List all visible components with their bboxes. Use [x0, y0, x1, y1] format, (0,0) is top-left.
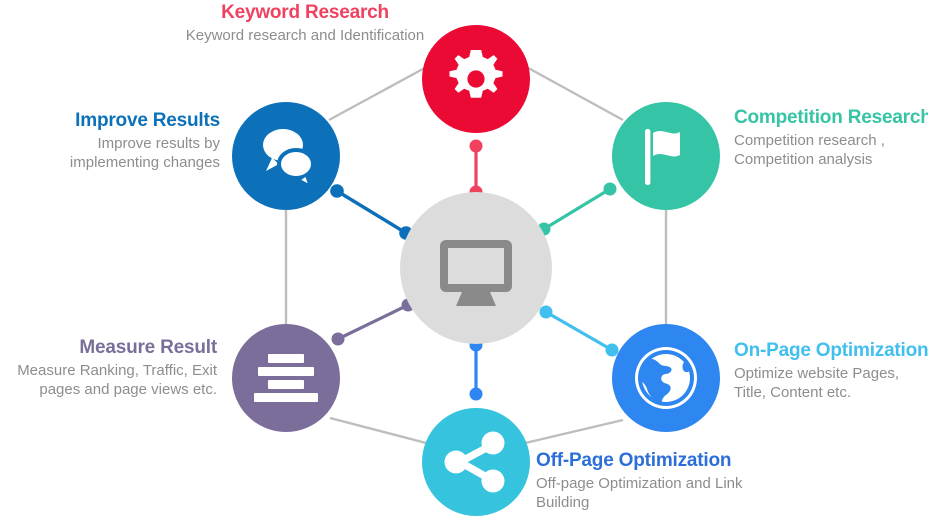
- label-improve-results-desc-line2: implementing changes: [69, 154, 220, 172]
- chat-bubbles-icon: [263, 129, 316, 189]
- node-off-page-optimization[interactable]: [422, 408, 530, 516]
- node-on-page-optimization[interactable]: [612, 324, 720, 432]
- align-center-bars-icon: [254, 354, 318, 402]
- label-measure-result: Measure Result Measure Ranking, Traffic,…: [2, 337, 217, 400]
- label-on-page-optimization: On-Page Optimization Optimize website Pa…: [734, 340, 928, 403]
- hex-edge-keyword-to-competition: [520, 62, 624, 122]
- spoke-off-page-optimization: [469, 338, 483, 401]
- hexagon-outline: [284, 62, 668, 446]
- desktop-monitor-icon: [440, 240, 512, 306]
- label-measure-result-desc-line1: Measure Ranking, Traffic, Exit: [17, 362, 217, 380]
- label-off-page-optimization: Off-Page Optimization Off-page Optimizat…: [536, 450, 766, 513]
- label-competition-research-title: Competition Research: [734, 107, 928, 128]
- label-on-page-optimization-desc-line1: Optimize website Pages,: [734, 365, 900, 383]
- node-off-page-optimization-circle: [422, 408, 530, 516]
- node-improve-results[interactable]: [232, 102, 340, 210]
- spoke-improve-results: [330, 184, 413, 240]
- label-off-page-optimization-desc-line1: Off-page Optimization and Link: [536, 475, 743, 493]
- label-measure-result-desc-line2: pages and page views etc.: [39, 381, 217, 399]
- label-keyword-research: Keyword Research Keyword research and Id…: [140, 2, 470, 46]
- node-competition-research-circle: [612, 102, 720, 210]
- label-off-page-optimization-title: Off-Page Optimization: [536, 450, 732, 471]
- spoke-on-page-optimization: [539, 305, 619, 357]
- label-on-page-optimization-desc-line2: Title, Content etc.: [734, 384, 851, 402]
- node-keyword-research[interactable]: [422, 25, 530, 133]
- label-improve-results-desc-line1: Improve results by: [97, 135, 220, 153]
- spoke-keyword-research: [469, 139, 483, 199]
- share-nodes-icon: [444, 431, 505, 493]
- gear-icon: [449, 49, 503, 98]
- label-improve-results-title: Improve Results: [75, 110, 220, 131]
- label-measure-result-title: Measure Result: [79, 337, 217, 358]
- spoke-competition-research: [537, 182, 617, 236]
- label-competition-research-desc-line1: Competition research ,: [734, 132, 885, 150]
- hex-edge-improve-to-keyword: [328, 62, 433, 122]
- hex-edge-offpage-to-measure: [329, 416, 431, 446]
- flag-icon: [645, 129, 680, 185]
- center-hub[interactable]: [400, 192, 552, 344]
- label-on-page-optimization-title: On-Page Optimization: [734, 340, 928, 361]
- label-competition-research: Competition Research Competition researc…: [734, 107, 928, 170]
- spoke-measure-result: [331, 298, 415, 346]
- hex-edge-onpage-to-offpage: [520, 418, 624, 446]
- label-off-page-optimization-desc-line2: Building: [536, 494, 590, 512]
- node-measure-result[interactable]: [232, 324, 340, 432]
- node-competition-research[interactable]: [612, 102, 720, 210]
- globe-icon: [635, 347, 697, 409]
- label-keyword-research-title: Keyword Research: [221, 2, 389, 23]
- label-improve-results: Improve Results Improve results by imple…: [10, 110, 220, 173]
- node-measure-result-circle: [232, 324, 340, 432]
- label-competition-research-desc-line2: Competition analysis: [734, 151, 873, 169]
- label-keyword-research-desc-line1: Keyword research and Identification: [185, 27, 425, 45]
